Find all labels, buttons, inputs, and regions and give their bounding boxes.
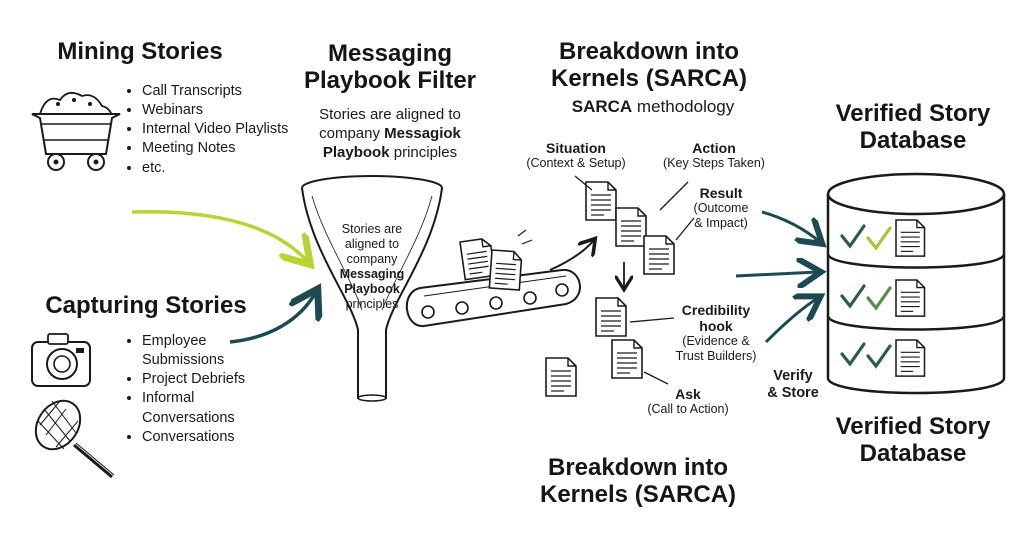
sarca-method: SARCA methodology xyxy=(571,97,735,116)
database-title: Verified Story Database xyxy=(835,100,991,155)
filter-description: Stories are aligned to company Messagiok… xyxy=(319,106,461,161)
list-item: Internal Video Playlists xyxy=(142,120,292,139)
mining-stories-title: Mining Stories xyxy=(57,38,223,65)
database-checks xyxy=(840,219,926,377)
verify-store-label: Verify & Store xyxy=(767,368,819,401)
list-item: Meeting Notes xyxy=(142,139,292,158)
conveyor-to-sarca-arrow xyxy=(549,240,594,271)
result-label: Result (Outcome & Impact) xyxy=(693,185,749,231)
list-item: Conversations xyxy=(142,428,282,447)
list-item: Webinars xyxy=(142,101,292,120)
result-to-db-arrow xyxy=(761,210,820,242)
mining-to-funnel-arrow xyxy=(131,210,308,262)
credibility-label: Credibility hook (Evidence & Trust Build… xyxy=(675,302,757,364)
mining-sources-list: Call Transcripts Webinars Internal Video… xyxy=(128,82,292,178)
filter-title: Messaging Playbook Filter xyxy=(303,40,477,95)
funnel-text: Stories are aligned to company Messaging… xyxy=(339,222,405,311)
verify-to-db-arrow xyxy=(764,298,818,344)
funnel-icon xyxy=(301,175,443,402)
list-item: Informal Conversations xyxy=(142,389,282,427)
list-item: Employee Submissions xyxy=(142,332,282,370)
conveyor-belt-icon xyxy=(405,229,581,328)
list-item: etc. xyxy=(142,159,292,178)
capturing-to-funnel-arrow xyxy=(229,292,316,344)
main-to-db-arrow xyxy=(735,272,818,276)
database-bottom-title: Verified Story Database xyxy=(835,413,991,468)
mine-cart-icon xyxy=(31,91,121,171)
list-item: Call Transcripts xyxy=(142,82,292,101)
capturing-stories-title: Capturing Stories xyxy=(45,292,247,319)
camera-icon xyxy=(31,333,91,387)
sarca-documents xyxy=(545,175,695,397)
situation-label: Situation (Context & Setup) xyxy=(526,140,626,171)
capturing-sources-list: Employee Submissions Project Debriefs In… xyxy=(128,332,282,447)
ask-label: Ask (Call to Action) xyxy=(647,386,729,417)
list-item: Project Debriefs xyxy=(142,370,282,389)
sarca-title: Breakdown into Kernels (SARCA) xyxy=(550,38,748,93)
sarca-bottom-title: Breakdown into Kernels (SARCA) xyxy=(539,454,737,509)
action-label: Action (Key Steps Taken) xyxy=(663,140,765,171)
net-icon xyxy=(34,399,115,479)
